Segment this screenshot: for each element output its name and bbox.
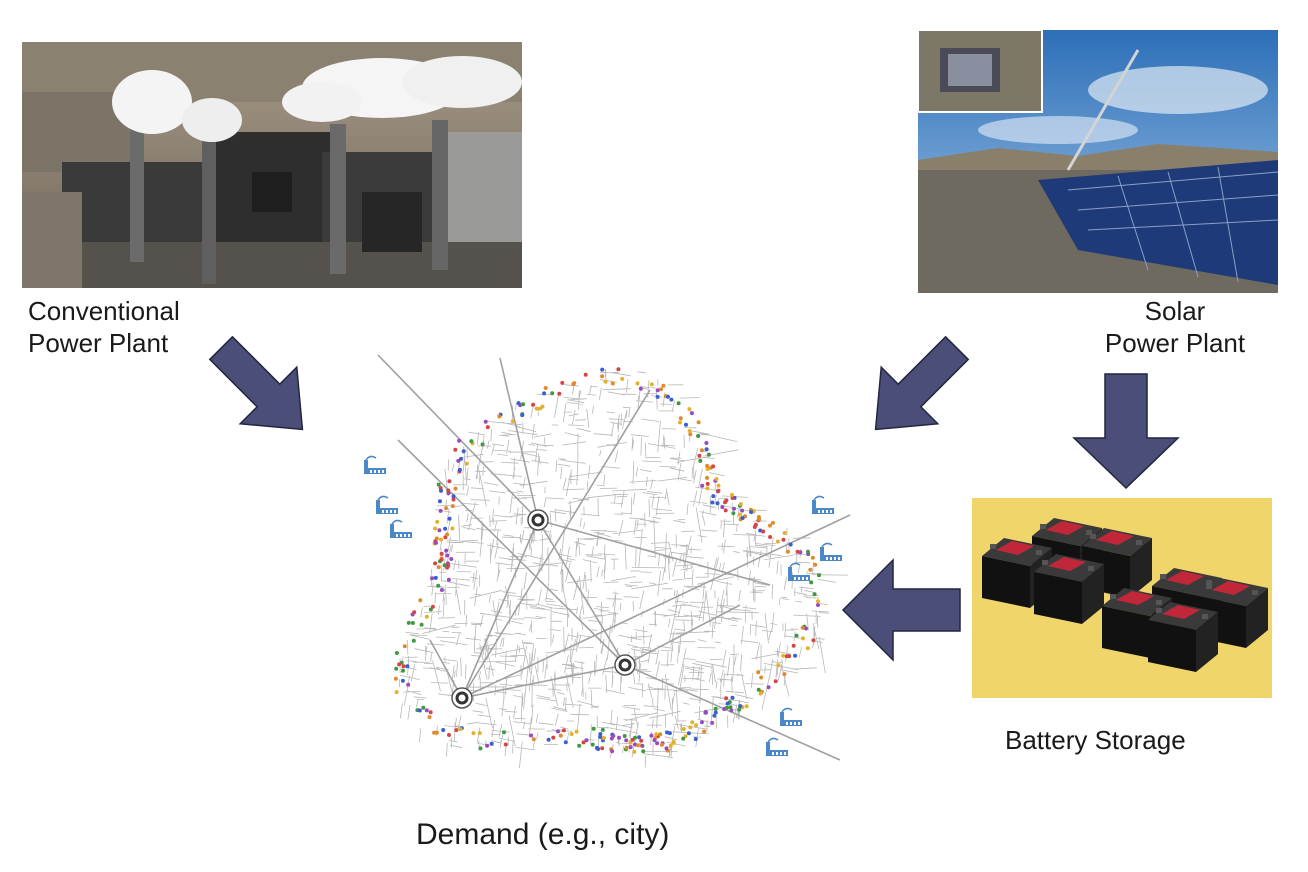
battery-storage-image [972, 498, 1272, 698]
substation-ring-icon [614, 654, 636, 676]
conventional-power-plant-image [22, 42, 522, 288]
factory-icon [390, 519, 412, 538]
substation-ring-icon [451, 687, 473, 709]
main-roads [377, 354, 851, 761]
conventional-plant-label: Conventional Power Plant [28, 295, 180, 359]
factory-icon [788, 562, 810, 581]
solar-plant-label: Solar Power Plant [1080, 295, 1270, 359]
factory-icon [376, 495, 398, 514]
demand-points [393, 367, 821, 754]
conventional-plant-label-line2: Power Plant [28, 328, 169, 358]
factory-icon [364, 455, 386, 474]
factory-icon [780, 707, 802, 726]
conventional-plant-label-line1: Conventional [28, 296, 180, 326]
factory-icon [812, 495, 834, 514]
battery-icon [1082, 528, 1152, 598]
solar-plant-label-line1: Solar [1144, 296, 1206, 326]
factory-icon [820, 542, 842, 561]
solar-power-plant-image [918, 30, 1278, 293]
street-grid [399, 368, 848, 769]
substation-ring-icon [527, 509, 549, 531]
arrow-solar-to-battery [1072, 373, 1180, 490]
demand-label: Demand (e.g., city) [416, 818, 670, 851]
arrow-solar-to-demand [874, 335, 970, 431]
battery-storage-label: Battery Storage [1005, 725, 1186, 755]
factory-icon [766, 737, 788, 756]
arrow-battery-to-demand [841, 558, 961, 662]
battery-icon [1148, 602, 1218, 672]
battery-icon [1034, 554, 1104, 624]
solar-plant-label-line2: Power Plant [1104, 328, 1246, 358]
arrow-conventional-to-demand [208, 335, 304, 431]
city-demand-map [364, 354, 851, 769]
